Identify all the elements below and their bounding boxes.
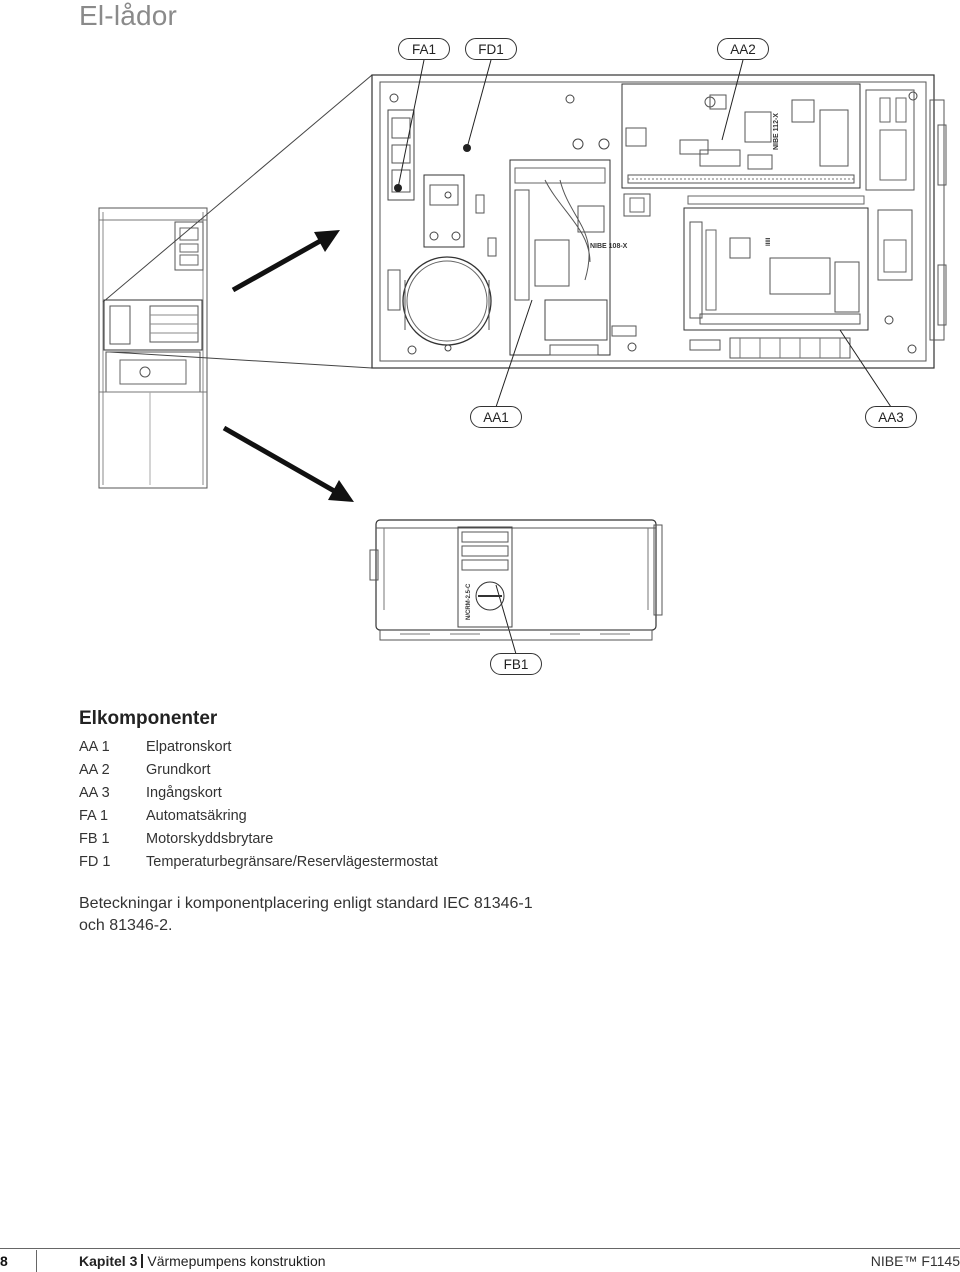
- component-name: Automatsäkring: [146, 808, 247, 824]
- component-code: AA 3: [79, 785, 110, 801]
- component-row: AA 2 Grundkort: [79, 759, 438, 782]
- chapter-label: Kapitel 3: [79, 1253, 138, 1269]
- standard-note: Beteckningar i komponentplacering enligt…: [79, 895, 533, 934]
- component-code: FB 1: [79, 831, 110, 847]
- switch-label: N/CRM-2.5-C: [466, 583, 472, 620]
- callout-fd1: FD1: [465, 38, 517, 60]
- page-number: 8: [0, 1253, 8, 1269]
- component-name: Grundkort: [146, 762, 211, 778]
- aa2-board-label: NIBE 112-X: [773, 113, 780, 150]
- component-row: FB 1 Motorskyddsbrytare: [79, 828, 438, 851]
- component-code: AA 2: [79, 762, 110, 778]
- component-code: FD 1: [79, 854, 111, 870]
- component-row: FA 1 Automatsäkring: [79, 805, 438, 828]
- chapter-separator: [141, 1254, 144, 1268]
- callout-aa2: AA2: [717, 38, 769, 60]
- callout-aa1: AA1: [470, 406, 522, 428]
- arrow-down-right-icon: [222, 425, 354, 502]
- callout-aa3: AA3: [865, 406, 917, 428]
- page-title: El-lådor: [79, 0, 178, 31]
- component-row: AA 1 Elpatronskort: [79, 736, 438, 759]
- footer-chapter: Kapitel 3 Värmepumpens konstruktion: [79, 1253, 326, 1269]
- callout-fb1: FB1: [490, 653, 542, 675]
- heat-pump-unit: [98, 207, 208, 489]
- electrical-box-illustration: NIBE 108-X NIBE 112-X I: [98, 59, 947, 655]
- components-list: AA 1 Elpatronskort AA 2 Grundkort AA 3 Ingå…: [79, 736, 438, 874]
- component-row: FD 1 Temperaturbegränsare/Reservlägesterm…: [79, 851, 438, 874]
- svg-text:IIIII: IIIII: [766, 237, 772, 246]
- component-code: AA 1: [79, 739, 110, 755]
- main-electrical-panel: NIBE 108-X NIBE 112-X I: [371, 74, 947, 369]
- component-name: Temperaturbegränsare/Reservlägestermosta…: [146, 854, 438, 870]
- component-code: FA 1: [79, 808, 109, 824]
- footer-brand: NIBE™ F1145: [870, 1253, 960, 1269]
- component-name: Ingångskort: [146, 785, 222, 801]
- chapter-title: Värmepumpens konstruktion: [147, 1253, 326, 1269]
- component-name: Elpatronskort: [146, 739, 232, 755]
- callout-fa1: FA1: [398, 38, 450, 60]
- aa1-board-label: NIBE 108-X: [590, 243, 628, 250]
- components-title: Elkomponenter: [79, 708, 218, 729]
- arrow-up-right-icon: [231, 230, 340, 293]
- footer-rule: [0, 1248, 960, 1249]
- component-name: Motorskyddsbrytare: [146, 831, 274, 847]
- footer-divider: [36, 1250, 37, 1272]
- component-row: AA 3 Ingångskort: [79, 782, 438, 805]
- motor-protection-switch-box: N/CRM-2.5-C: [369, 519, 663, 641]
